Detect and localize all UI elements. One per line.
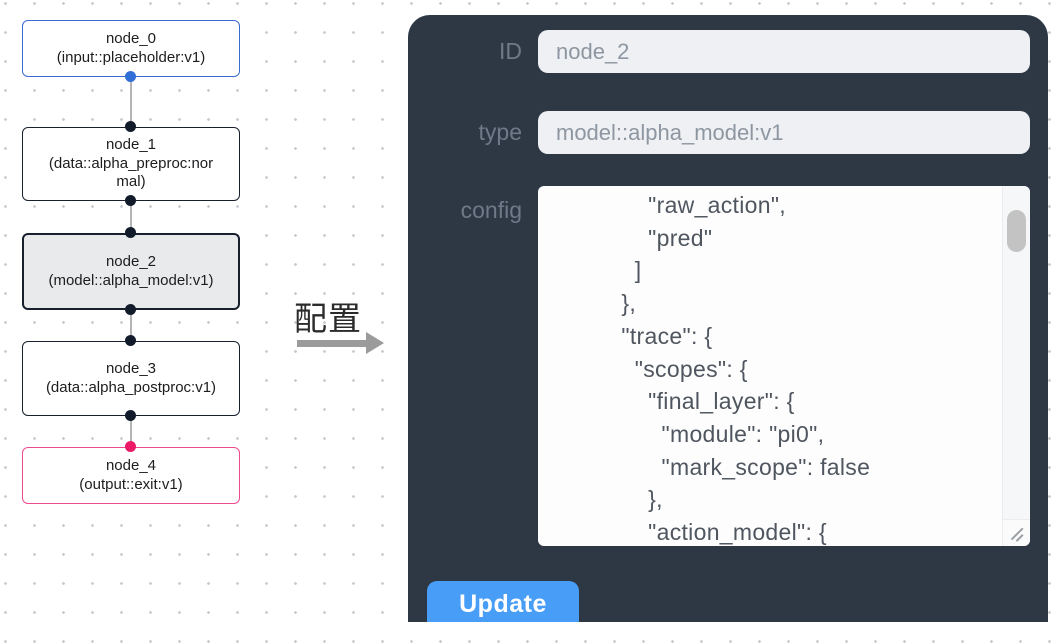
edge-node_2-node_3 xyxy=(130,310,132,341)
node_2-source-handle[interactable] xyxy=(125,304,136,315)
node-name: node_3 xyxy=(105,360,157,377)
node-node_2-selected[interactable]: node_2 (model::alpha_model:v1) xyxy=(22,233,240,310)
node-node_3[interactable]: node_3 (data::alpha_postproc:v1) xyxy=(22,341,240,416)
node_1-target-handle[interactable] xyxy=(125,121,136,132)
node-name: node_4 xyxy=(105,457,157,474)
node-node_4[interactable]: node_4 (output::exit:v1) xyxy=(22,447,240,504)
node-type: (model::alpha_model:v1) xyxy=(48,271,214,289)
node-type: (input::placeholder:v1) xyxy=(56,48,206,66)
type-label: type xyxy=(478,119,522,145)
node_2-target-handle[interactable] xyxy=(125,227,136,238)
node-name: node_2 xyxy=(105,253,157,270)
node-name: node_1 xyxy=(105,136,157,154)
node-type: (data::alpha_postproc:v1) xyxy=(45,378,217,396)
update-button[interactable]: Update xyxy=(427,581,579,622)
config-arrow-label: 配置 xyxy=(294,300,362,337)
node_1-source-handle[interactable] xyxy=(125,195,136,206)
config-arrow-icon xyxy=(297,340,367,347)
config-arrow-icon xyxy=(366,332,384,354)
edge-node_3-node_4 xyxy=(130,416,132,447)
config-scrollbar[interactable] xyxy=(1002,186,1030,519)
id-label: ID xyxy=(499,38,522,64)
node-node_1[interactable]: node_1 (data::alpha_preproc:normal) xyxy=(22,127,240,201)
node-node_0[interactable]: node_0 (input::placeholder:v1) xyxy=(22,20,240,77)
type-input[interactable] xyxy=(538,111,1030,154)
config-scrollbar-thumb[interactable] xyxy=(1006,210,1026,252)
node-type: (data::alpha_preproc:normal) xyxy=(48,154,214,191)
node_3-source-handle[interactable] xyxy=(125,410,136,421)
node_3-target-handle[interactable] xyxy=(125,335,136,346)
flow-canvas[interactable]: node_0 (input::placeholder:v1) node_1 (d… xyxy=(0,0,420,643)
config-panel: ID type config "raw_action", "pred" ] },… xyxy=(408,15,1048,622)
node_4-target-handle[interactable] xyxy=(125,441,136,452)
edge-node_1-node_2 xyxy=(130,201,132,233)
id-input[interactable] xyxy=(538,30,1030,73)
config-textarea[interactable]: "raw_action", "pred" ] }, "trace": { "sc… xyxy=(538,186,1030,546)
config-label: config xyxy=(460,197,522,223)
node-type: (output::exit:v1) xyxy=(79,475,183,493)
edge-node_0-node_1 xyxy=(130,77,132,127)
resize-grip-icon[interactable] xyxy=(1002,519,1030,546)
node-name: node_0 xyxy=(105,30,157,47)
node_0-source-handle[interactable] xyxy=(125,71,136,82)
config-json-text: "raw_action", "pred" ] }, "trace": { "sc… xyxy=(621,192,871,546)
